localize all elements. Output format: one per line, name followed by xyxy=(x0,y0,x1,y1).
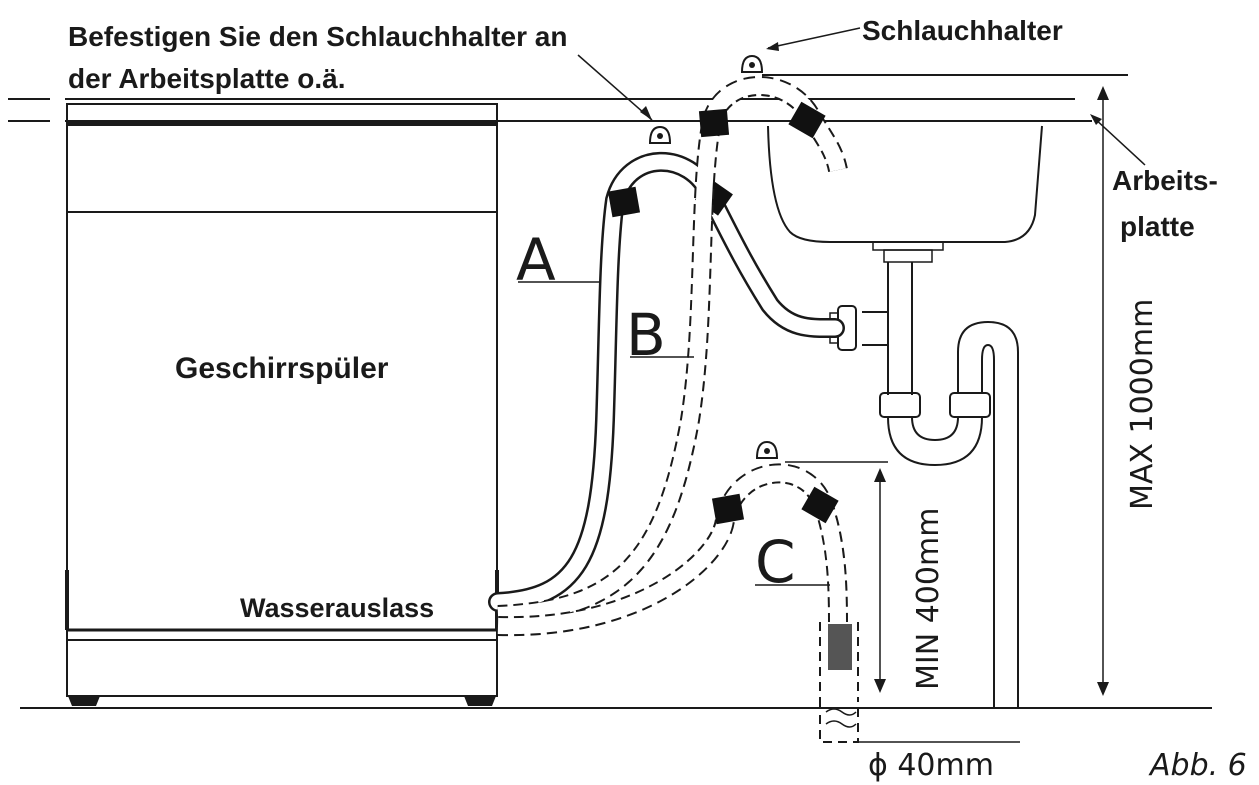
hose-holder-lower xyxy=(755,440,779,459)
variant-b-label: B xyxy=(626,301,666,369)
sink-basin xyxy=(742,120,1092,263)
dishwasher-label: Geschirrspüler xyxy=(175,352,389,385)
dishwasher-unit xyxy=(65,103,499,706)
hose-c xyxy=(497,463,848,637)
floor-drain-pipe xyxy=(819,622,859,743)
hose-holder-middle xyxy=(648,125,672,144)
mount-instruction-line1: Befestigen Sie den Schlauchhalter an xyxy=(68,21,567,52)
hose-holder-label: Schlauchhalter xyxy=(862,15,1063,46)
hose-b xyxy=(497,76,848,625)
figure-number: Abb. 6 xyxy=(1148,748,1247,783)
mount-instruction-line2: der Arbeitsplatte o.ä. xyxy=(68,63,345,94)
min-height-label: MIN 400mm xyxy=(911,508,946,690)
hose-holder-upper xyxy=(740,54,764,73)
max-height-label: MAX 1000mm xyxy=(1125,299,1160,510)
countertop-label-line1: Arbeits- xyxy=(1112,165,1218,196)
pipe-diameter-label: ϕ 40mm xyxy=(868,748,994,783)
countertop-label-line2: platte xyxy=(1120,211,1195,242)
drain-strainer xyxy=(828,624,852,670)
variant-a-label: A xyxy=(516,226,556,294)
dishwasher-foot-left xyxy=(68,696,100,706)
dishwasher-foot-right xyxy=(464,696,496,706)
siphon-trap xyxy=(829,262,1019,708)
leader-lines xyxy=(518,27,1146,586)
hose-a xyxy=(488,151,845,612)
variant-c-label: C xyxy=(755,528,796,596)
dimension-max-height xyxy=(1097,86,1109,696)
dimension-min-height xyxy=(785,461,888,693)
water-outlet-label: Wasserauslass xyxy=(240,593,434,623)
